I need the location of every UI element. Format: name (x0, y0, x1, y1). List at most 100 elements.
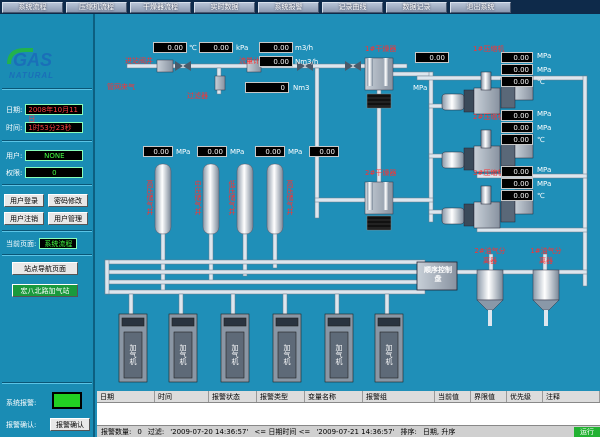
compressor-3-pressure-1-unit: MPa (537, 166, 552, 174)
compressor-2-label: 2#压缩机 (473, 113, 505, 121)
dispenser-6 (374, 313, 404, 383)
alarm-table-header: 日期时间报警状态报警类型变量名称报警组当前值界限值优先级注释 (97, 391, 600, 403)
alarm-column-header[interactable]: 报警状态 (209, 391, 257, 402)
logout-button[interactable]: 用户注销 (4, 212, 44, 225)
alarm-lamp (52, 392, 82, 409)
menu-button-3[interactable]: 实时数据 (194, 1, 255, 13)
menu-button-0[interactable]: 系统流程 (2, 1, 63, 13)
compressor-1-pressure-1-unit: MPa (537, 52, 552, 60)
dryer-inlet-pressure-value: 0.00 (415, 52, 449, 63)
current-page-row: 当前页面: 系统流程 (6, 238, 78, 249)
pipe-supply-label: 管网来气 (107, 83, 135, 91)
filter-label: 过滤: (147, 427, 165, 436)
date-value: 2008年10月11日 (25, 104, 84, 123)
login-button[interactable]: 用户登录 (4, 194, 44, 207)
compressor-2-pressure-1: 0.00 (501, 110, 533, 121)
well-3-pressure: 0.00 (255, 146, 285, 157)
flow-instant-value: 0.00 (259, 42, 293, 53)
dryer-1 (364, 57, 394, 109)
well-1-pressure-unit: MPa (176, 148, 191, 156)
compressor-2-pressure-2-unit: MPa (537, 124, 552, 132)
inlet-pressure-unit: kPa (236, 44, 249, 52)
oil-gas-separator-1 (532, 269, 560, 326)
dispenser-6-label: 加气机 (385, 344, 393, 365)
alarm-column-header[interactable]: 当前值 (435, 391, 471, 402)
gas-natural-logo: GAS NATURAL (7, 48, 53, 80)
compressor-3-pressure-2: 0.00 (501, 178, 533, 189)
dispensers (118, 313, 404, 383)
compressor-3-temperature-unit: ℃ (537, 192, 545, 200)
alarm-column-header[interactable]: 报警组 (363, 391, 435, 402)
alarm-ack-row: 报警确认: (6, 420, 36, 430)
alarm-column-header[interactable]: 注释 (543, 391, 600, 402)
menu-button-7[interactable]: 退出系统 (450, 1, 511, 13)
sort-label: 排序: (400, 427, 417, 436)
site-navigation-button[interactable]: 站点导航页面 (12, 262, 78, 275)
flow-total-unit: Nm3 (293, 84, 310, 92)
current-page-value: 系统流程 (39, 238, 78, 249)
flow-instant-unit: m3/h (295, 44, 314, 52)
flow-total-value: 0 (245, 82, 289, 93)
alarm-status-bar: 报警数量: 0 过滤: '2009-07-20 14:36:57' <= 日期时… (97, 425, 600, 437)
alarm-ack-label: 报警确认: (6, 421, 37, 429)
distribution-pipes (104, 233, 588, 295)
alarm-column-header[interactable]: 日期 (97, 391, 155, 402)
compressor-3-temperature: 0.00 (501, 190, 533, 201)
filter-operator: <= 日期时间 <= (254, 427, 311, 436)
compressor-2-pressure-2: 0.00 (501, 122, 533, 133)
menu-button-5[interactable]: 记录曲线 (322, 1, 383, 13)
alarm-ack-button[interactable]: 报警确认 (50, 418, 90, 431)
filter-to: '2009-07-21 14:36:57' (316, 427, 395, 436)
menu-button-4[interactable]: 系统报警 (258, 1, 319, 13)
process-diagram: 进站阀井 管网来气 过滤器 流量计 0.00 ℃ 0.00 kPa 0.00 m… (97, 14, 600, 391)
divider (2, 184, 92, 186)
flow-meter-body (156, 59, 174, 73)
process-piping (104, 57, 588, 383)
dryer-inlet-pressure-unit: MPa (413, 84, 428, 92)
time-label: 时间: (6, 123, 23, 132)
menu-button-6[interactable]: 数据记录 (386, 1, 447, 13)
compressor-1-pressure-2-unit: MPa (537, 66, 552, 74)
alarm-column-header[interactable]: 变量名称 (305, 391, 363, 402)
divider (2, 88, 92, 90)
compressor-1-pressure-1: 0.00 (501, 52, 533, 63)
inlet-temperature-value: 0.00 (153, 42, 187, 53)
sequential-control-panel (416, 261, 458, 291)
dispenser-5 (324, 313, 354, 383)
well-3-pressure-unit: MPa (288, 148, 303, 156)
filter-label: 过滤器 (187, 92, 208, 100)
change-password-button[interactable]: 密码修改 (48, 194, 88, 207)
logo-text-top: GAS (13, 50, 52, 70)
alarm-column-header[interactable]: 界限值 (471, 391, 507, 402)
permission-row: 权限: 0 (6, 167, 84, 178)
compressor-2-temperature-unit: ℃ (537, 136, 545, 144)
permission-label: 权限: (6, 168, 23, 177)
compressor-2-temperature: 0.00 (501, 134, 533, 145)
well-2-label: 中压储气井 (194, 180, 202, 215)
dispenser-4-label: 加气机 (283, 344, 291, 365)
alarm-column-header[interactable]: 优先级 (507, 391, 543, 402)
alarm-table-body[interactable] (97, 403, 600, 423)
current-page-label: 当前页面: (6, 239, 37, 248)
dispenser-3 (220, 313, 250, 383)
alarm-column-header[interactable]: 报警类型 (257, 391, 305, 402)
inlet-valves (175, 61, 361, 71)
storage-wells (154, 163, 284, 235)
station-button[interactable]: 宏八北路加气站 (12, 284, 78, 297)
dispenser-2 (168, 313, 198, 383)
menu-button-2[interactable]: 干燥器流程 (130, 1, 191, 13)
compressor-3-pressure-2-unit: MPa (537, 180, 552, 188)
alarm-count-label: 报警数量: (101, 427, 132, 436)
dispenser-2-label: 加气机 (179, 344, 187, 365)
menu-button-1[interactable]: 压缩机流程 (66, 1, 127, 13)
filter-from: '2009-07-20 14:36:57' (170, 427, 249, 436)
separator-2-label: 2#油气分离器 (474, 247, 506, 265)
well-3-label: 低压储气井 (228, 180, 236, 215)
user-label: 用户: (6, 151, 23, 160)
user-management-button[interactable]: 用户管理 (48, 212, 88, 225)
well-1-label: 高压储气井 (146, 180, 154, 215)
compressor-3-pressure-1: 0.00 (501, 166, 533, 177)
alarm-column-header[interactable]: 时间 (155, 391, 209, 402)
permission-value: 0 (25, 167, 84, 178)
time-value: 1时53分23秒 (25, 122, 84, 133)
